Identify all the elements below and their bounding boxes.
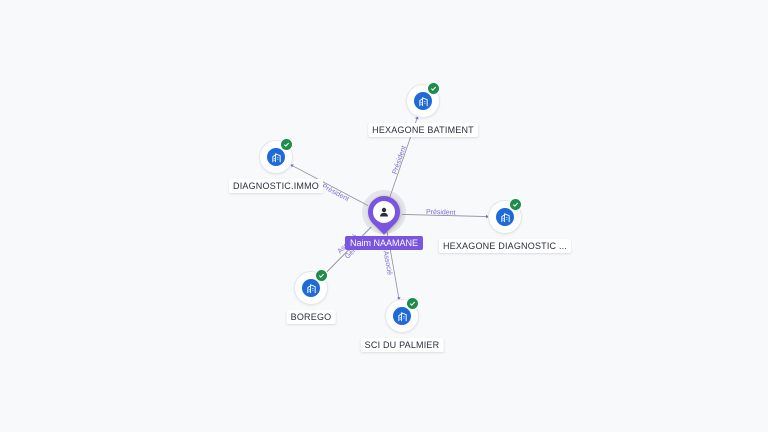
building-icon [414,92,432,110]
edge-line-hexagone-diagnostic [401,214,489,217]
edge-arrow-sci-du-palmier [396,296,401,301]
building-icon [496,208,514,226]
edge-arrow-hexagone-diagnostic [485,214,490,219]
company-label: SCI DU PALMIER [360,338,444,352]
edge-line-diagnostic-immo [290,164,369,206]
verified-check-icon [315,269,328,282]
verified-check-icon [427,82,440,95]
edge-arrow-diagnostic-immo [290,164,294,168]
verified-check-icon [406,297,419,310]
person-label[interactable]: Naim NAAMANE [344,236,424,250]
edge-label-hexagone-batiment: Président [392,145,408,175]
edge-label-hexagone-diagnostic: Président [426,209,456,217]
verified-check-icon [280,138,293,151]
company-label: HEXAGONE DIAGNOSTIC ... [438,239,572,253]
edge-line-borego [322,226,372,277]
edge-arrow-hexagone-batiment [415,116,419,120]
building-icon [302,279,320,297]
verified-check-icon [509,198,522,211]
company-label: BOREGO [286,310,336,324]
company-label: HEXAGONE BATIMENT [368,123,478,137]
company-label: DIAGNOSTIC.IMMO [229,179,323,193]
building-icon [267,148,285,166]
edge-label-sci-du-palmier: Associé [382,250,393,275]
building-icon [393,307,411,325]
edge-label-diagnostic-immo: Président [321,183,350,203]
person-icon [373,201,395,223]
